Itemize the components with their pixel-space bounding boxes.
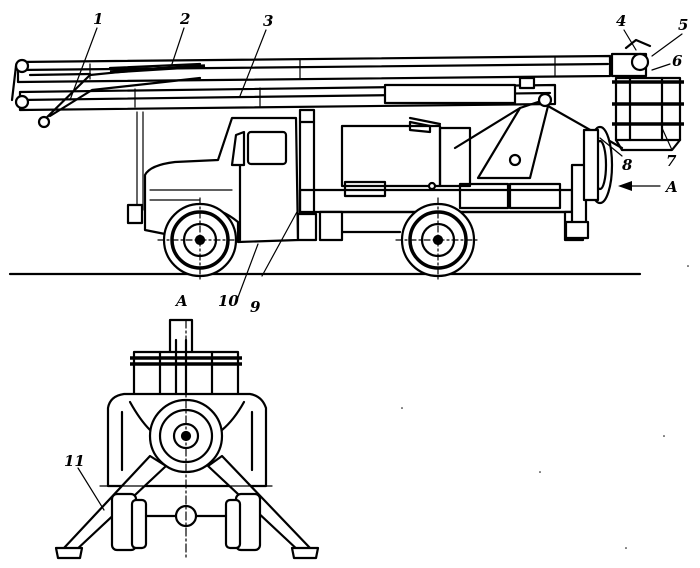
rear-view-a: A 11 [54, 292, 320, 561]
side-view: 1 2 3 4 5 6 7 8 9 10 A [8, 10, 688, 316]
rear-outrigger [564, 125, 614, 240]
label-view-a: A [174, 292, 188, 310]
label-7: 7 [666, 152, 677, 170]
label-11: 11 [64, 452, 85, 470]
label-1: 1 [93, 10, 103, 28]
label-arrow-a: A [664, 178, 678, 196]
label-4: 4 [616, 12, 626, 30]
lower-boom [18, 83, 557, 112]
front-wheel [157, 197, 243, 283]
label-5: 5 [678, 16, 688, 34]
label-10: 10 [218, 292, 239, 310]
label-3: 3 [263, 12, 273, 30]
specks [401, 265, 689, 549]
label-8: 8 [622, 156, 633, 174]
label-6: 6 [672, 52, 683, 70]
upper-boom [16, 54, 612, 84]
leader-lines [69, 27, 683, 301]
boom-knee-joint [10, 58, 206, 129]
rear-wheel [395, 197, 481, 283]
work-basket [610, 38, 684, 152]
label-9: 9 [250, 298, 261, 316]
boom-rest-post [136, 108, 316, 240]
front-outrigger [296, 212, 318, 242]
label-2: 2 [179, 10, 190, 28]
